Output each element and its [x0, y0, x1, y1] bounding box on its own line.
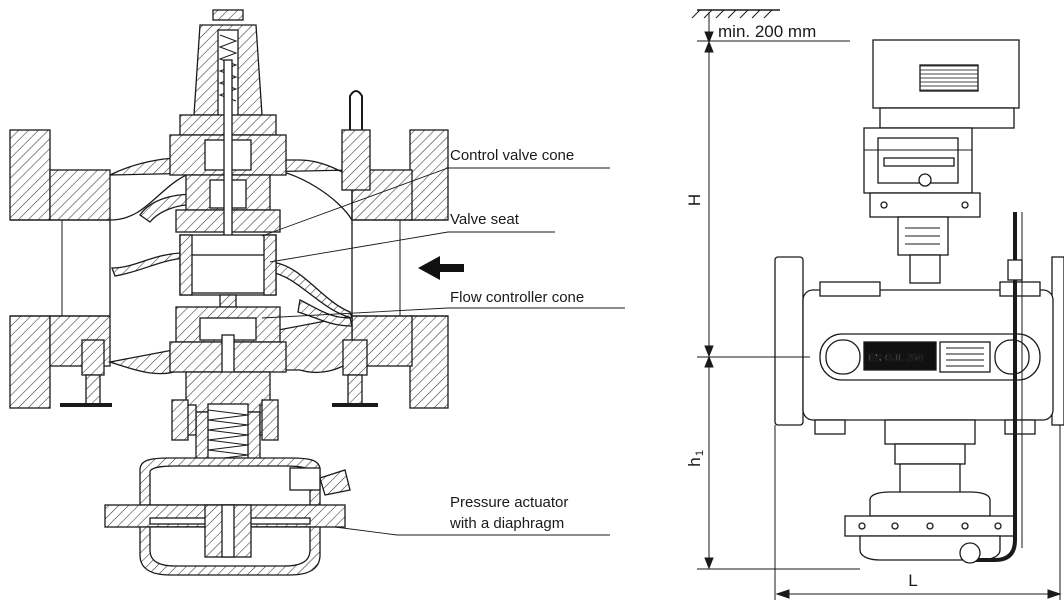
- body-material-marking: EN GJL 250: [868, 353, 924, 364]
- dimension-labels: min. 200 mm H h 1 L: [685, 22, 918, 590]
- flow-direction-arrow-icon: [418, 256, 464, 280]
- control-valve-stem: [169, 9, 287, 246]
- dimension-h: H: [685, 194, 704, 206]
- valve-body-external: EN GJL 250: [774, 256, 1064, 435]
- electric-actuator: [863, 39, 1020, 284]
- external-view: EN GJL 250: [774, 39, 1064, 564]
- label-control-valve-cone: Control valve cone: [450, 147, 574, 164]
- diaphragm-actuator: [104, 457, 351, 576]
- flow-controller-section: [169, 294, 287, 406]
- label-pressure-actuator-line1: Pressure actuator: [450, 494, 568, 511]
- dimension-clearance: min. 200 mm: [718, 22, 816, 41]
- sectional-view: [9, 9, 464, 576]
- left-flange: [9, 129, 111, 409]
- impulse-tube: [959, 212, 1023, 564]
- callout-leaders: [261, 167, 625, 536]
- label-pressure-actuator-line2: with a diaphragm: [449, 515, 564, 532]
- dimension-l: L: [908, 571, 917, 590]
- left-impulse-fittings: [60, 339, 189, 441]
- right-impulse-fittings: [261, 90, 378, 441]
- valve-seat-section: [179, 234, 277, 296]
- lower-actuator-external: [844, 419, 1016, 561]
- dimension-lines: [691, 9, 1062, 600]
- dimension-h1: h: [685, 457, 704, 466]
- dimension-h1-subscript: 1: [694, 450, 706, 456]
- label-valve-seat: Valve seat: [450, 211, 520, 228]
- callout-labels: Control valve cone Valve seat Flow contr…: [449, 147, 584, 532]
- label-flow-controller-cone: Flow controller cone: [450, 289, 584, 306]
